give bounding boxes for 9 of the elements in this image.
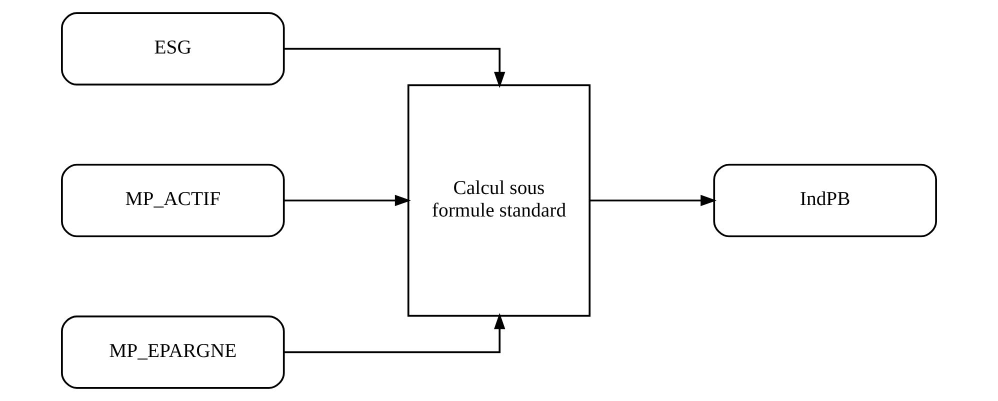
- node-box: Calcul sous formule standard: [407, 84, 591, 317]
- arrow: [284, 313, 506, 354]
- arrow: [284, 194, 411, 206]
- node-box: IndPB: [713, 164, 937, 238]
- arrow: [284, 48, 506, 88]
- node-box: ESG: [61, 12, 285, 86]
- node-box: MP_EPARGNE: [61, 315, 285, 389]
- arrow: [590, 194, 717, 206]
- node-box: MP_ACTIF: [61, 164, 285, 238]
